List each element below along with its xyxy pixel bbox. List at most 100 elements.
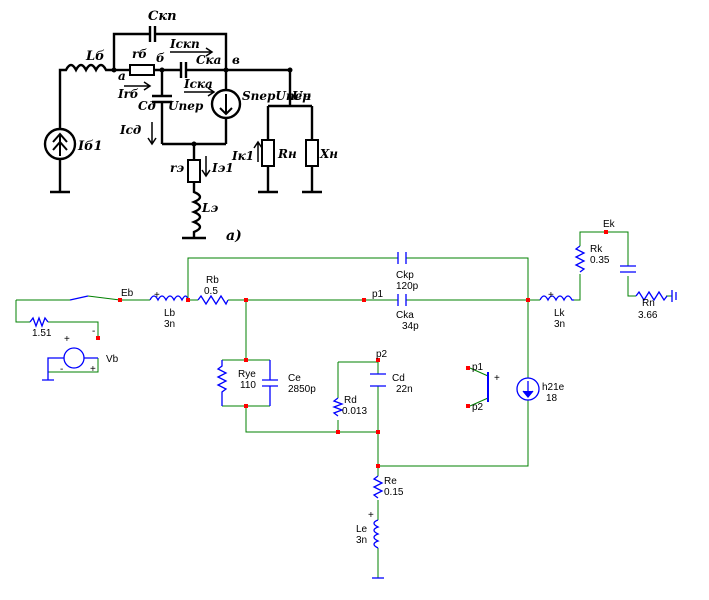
label-l-b: Lб	[85, 49, 105, 64]
value-151: 1.51	[32, 328, 52, 339]
label-h21e: h21e	[542, 382, 565, 393]
node-p2	[376, 358, 380, 362]
label-i-k1: Iк1	[231, 149, 254, 163]
value-ce: 2850p	[288, 384, 316, 395]
capacitor-ce	[262, 360, 278, 406]
resistor-rk	[574, 245, 586, 273]
value-cd: 22n	[396, 384, 413, 395]
value-h21e: 18	[546, 393, 558, 404]
resistor-rd	[332, 397, 344, 417]
label-u-n: Uн	[292, 89, 311, 103]
reactance-xn	[305, 139, 319, 167]
value-rk: 0.35	[590, 255, 610, 266]
node-rail-right	[526, 298, 530, 302]
label-rd: Rd	[344, 395, 357, 406]
label-lk: Lk	[554, 308, 566, 319]
node-eb	[118, 298, 122, 302]
capacitor-cd	[370, 373, 386, 387]
label-cka: Cka	[396, 310, 414, 321]
label-re: Re	[384, 476, 397, 487]
label-probe-p1: p1	[472, 362, 484, 373]
resistor-rye	[216, 360, 228, 406]
label-le: Le	[356, 524, 368, 535]
node-rye-a	[244, 358, 248, 362]
label-p1: p1	[372, 289, 384, 300]
label-i-rb: Irб	[117, 87, 139, 101]
value-rd: 0.013	[342, 406, 367, 417]
probe-plus: +	[494, 373, 500, 384]
lk-plus: +	[548, 290, 554, 301]
vb-plus: +	[64, 334, 70, 345]
value-lk: 3n	[554, 319, 565, 330]
value-rb: 0.5	[204, 286, 218, 297]
voltage-source-vb	[63, 347, 85, 369]
node-cd-bottom	[376, 430, 380, 434]
top-arrows	[124, 47, 263, 178]
value-le: 3n	[356, 535, 367, 546]
vb-minus: -	[92, 326, 95, 337]
label-ek: Ek	[603, 219, 616, 230]
vb-plus-2: +	[90, 364, 96, 375]
label-rk: Rk	[590, 244, 603, 255]
inductor-lk	[539, 295, 574, 302]
components	[29, 245, 677, 579]
capacitor-cka	[179, 62, 188, 78]
label-vb: Vb	[106, 354, 119, 365]
label-ckp: Ckp	[396, 270, 414, 281]
label-i-ska: Iска	[183, 77, 213, 91]
node-rail-left	[186, 298, 190, 302]
label-probe-p2: p2	[472, 402, 484, 413]
value-cka: 34p	[402, 321, 419, 332]
resistor-rb-sim	[197, 294, 229, 306]
resistor-151	[29, 316, 49, 328]
top-nodes	[111, 67, 293, 147]
capacitor-rn	[620, 265, 636, 273]
label-cd: Cd	[392, 373, 405, 384]
component-labels: Eb Ek Lb 3n Rb 0.5 Ckp 120p p1 Cka 34p L…	[32, 219, 658, 546]
node-p1	[362, 298, 366, 302]
label-c-d: Cд	[138, 99, 156, 113]
nodes	[96, 230, 608, 468]
inductor-le	[373, 519, 380, 549]
label-s-per-u-per: SперUпер	[242, 89, 311, 103]
label-r-b: rб	[132, 47, 147, 61]
value-re: 0.15	[384, 487, 404, 498]
label-rb: Rb	[206, 275, 219, 286]
label-node-b: б	[156, 51, 165, 65]
value-ckp: 120p	[396, 281, 419, 292]
lb-plus: +	[154, 290, 160, 301]
label-r-n: Rн	[277, 147, 297, 161]
label-rye: Rye	[238, 369, 256, 380]
label-l-e: Lэ	[201, 201, 218, 215]
value-rye: 110	[240, 380, 256, 391]
label-rn: Rn	[642, 298, 655, 309]
vb-minus-2: -	[60, 364, 63, 375]
label-c-kp: Cкп	[148, 9, 177, 24]
label-node-v: в	[232, 53, 240, 67]
capacitor-ckp	[397, 252, 407, 264]
capacitor-cka-sim	[397, 294, 407, 306]
label-p2: p2	[376, 349, 388, 360]
ground-rn	[671, 290, 677, 302]
label-i-b1: Iб1	[77, 139, 103, 154]
label-i-skp: Iскп	[169, 37, 200, 51]
top-schematic	[43, 26, 322, 240]
inductor-lb-sim	[149, 295, 189, 302]
label-u-per: Uпер	[168, 99, 204, 113]
label-r-e: rэ	[170, 161, 184, 175]
value-rn: 3.66	[638, 310, 658, 321]
ground-vb	[42, 372, 54, 381]
node-probe-p1	[466, 366, 470, 370]
node-rye-b	[244, 404, 248, 408]
resistor-rb	[129, 64, 155, 76]
node-probe-p2	[466, 404, 470, 408]
current-source-h21e	[516, 377, 540, 401]
label-ce: Ce	[288, 373, 301, 384]
label-i-e1: Iэ1	[211, 161, 234, 175]
resistor-rn-sim	[635, 290, 668, 302]
node-rye-top	[244, 298, 248, 302]
resistor-re-sim	[372, 475, 384, 499]
label-node-a: a	[118, 69, 126, 83]
